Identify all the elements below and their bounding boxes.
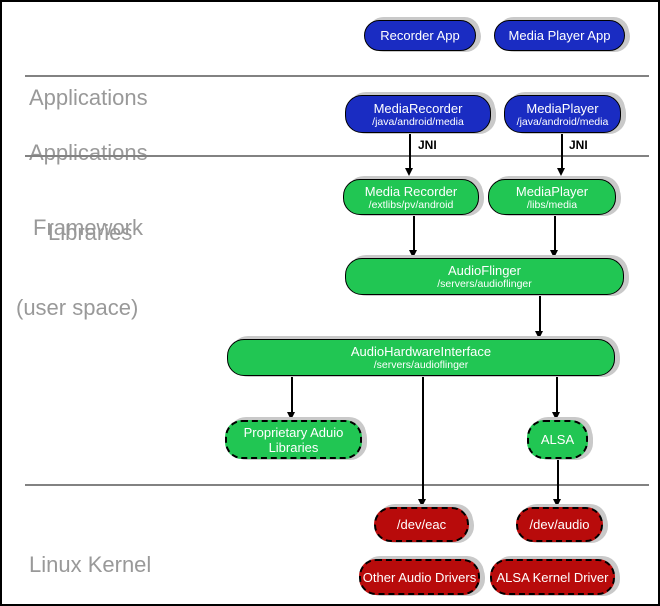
edge-mediarecorder-to-audioflinger-line: [413, 215, 415, 250]
node-title: Recorder App: [380, 28, 460, 43]
layer-label-libraries-user-space: Libraries (user space): [16, 170, 138, 370]
node-alsa-kernel-driver: ALSA Kernel Driver: [490, 559, 615, 595]
edge-ahi-to-alsa-line: [556, 376, 558, 412]
node-mediarecorder-framework: MediaRecorder /java/android/media: [345, 95, 491, 133]
layer-label-applications-framework: Applications Framework: [29, 90, 148, 290]
node-subtitle: /java/android/media: [372, 115, 464, 128]
layer-label-line: Framework: [33, 215, 144, 240]
edge-ahi-to-proprietary-line: [291, 376, 293, 412]
layer-divider-applications: [25, 75, 649, 77]
edge-ahi-to-dev-eac-line: [422, 376, 424, 499]
node-title: AudioFlinger: [448, 263, 521, 278]
edge-ahi-to-dev-eac-arrowhead: [418, 499, 426, 507]
layer-label-line: Linux Kernel: [29, 552, 152, 577]
edge-mediaplayer-to-audioflinger-line: [554, 215, 556, 250]
layer-label-line: (user space): [16, 295, 139, 320]
node-title: Media Player App: [508, 28, 611, 43]
node-title: Proprietary Aduio: [243, 424, 344, 440]
layer-label-line: Applications: [29, 85, 148, 110]
node-title: Media Recorder: [364, 183, 458, 199]
node-title: /dev/eac: [396, 517, 447, 532]
node-media-recorder-library: Media Recorder /extlibs/pv/android: [343, 179, 479, 215]
edge-ahi-to-proprietary-arrowhead: [287, 412, 295, 420]
edge-alsa-to-dev-audio-line: [557, 459, 559, 499]
layer-label-line: Libraries: [48, 220, 133, 245]
edge-mediaplayer-to-audioflinger-arrowhead: [550, 250, 558, 258]
node-title: Other Audio Drivers: [362, 569, 477, 585]
edge-mediarecorder-jni-arrowhead: [405, 168, 413, 176]
layer-label-applications: Applications: [29, 35, 148, 160]
node-recorder-app: Recorder App: [364, 20, 476, 51]
edge-audioflinger-to-ahi-line: [539, 295, 541, 331]
node-subtitle: /servers/audioflinger: [437, 278, 532, 290]
edge-mediarecorder-to-audioflinger-arrowhead: [409, 250, 417, 258]
layer-label-line: Applications: [29, 140, 148, 165]
edge-label-jni-right: JNI: [569, 138, 588, 152]
layer-label-linux-kernel: Linux Kernel: [29, 502, 152, 604]
node-subtitle: /libs/media: [526, 198, 578, 211]
edge-ahi-to-alsa-arrowhead: [552, 412, 560, 420]
node-title: ALSA Kernel Driver: [496, 569, 609, 585]
node-proprietary-audio-libraries: Proprietary Aduio Libraries: [225, 420, 362, 459]
edge-alsa-to-dev-audio-arrowhead: [553, 499, 561, 507]
node-title: MediaPlayer: [526, 100, 599, 116]
node-title: MediaPlayer: [515, 183, 589, 199]
node-dev-eac: /dev/eac: [374, 507, 469, 542]
layer-divider-kernel: [25, 484, 649, 486]
node-subtitle: /java/android/media: [516, 115, 609, 128]
node-audioflinger: AudioFlinger /servers/audioflinger: [345, 258, 624, 295]
node-mediaplayer-framework: MediaPlayer /java/android/media: [504, 95, 621, 133]
node-other-audio-drivers: Other Audio Drivers: [359, 559, 480, 595]
layer-divider-framework: [25, 155, 649, 157]
node-audio-hardware-interface: AudioHardwareInterface /servers/audiofli…: [227, 339, 615, 376]
node-subtitle: /extlibs/pv/android: [368, 198, 454, 211]
node-title: Libraries: [268, 439, 319, 455]
node-title: /dev/audio: [529, 517, 590, 532]
edge-mediarecorder-jni-line: [409, 133, 411, 169]
node-title: ALSA: [540, 432, 575, 447]
node-title: AudioHardwareInterface: [350, 344, 492, 359]
edge-label-jni-left: JNI: [418, 138, 437, 152]
edge-mediaplayer-jni-line: [561, 133, 563, 169]
edge-audioflinger-to-ahi-arrowhead: [535, 331, 543, 339]
node-alsa: ALSA: [527, 420, 588, 459]
node-subtitle: /servers/audioflinger: [373, 359, 469, 371]
edge-mediaplayer-jni-arrowhead: [557, 168, 565, 176]
node-mediaplayer-library: MediaPlayer /libs/media: [488, 179, 616, 215]
node-media-player-app: Media Player App: [494, 20, 625, 51]
node-title: MediaRecorder: [373, 100, 463, 116]
node-dev-audio: /dev/audio: [516, 507, 603, 542]
